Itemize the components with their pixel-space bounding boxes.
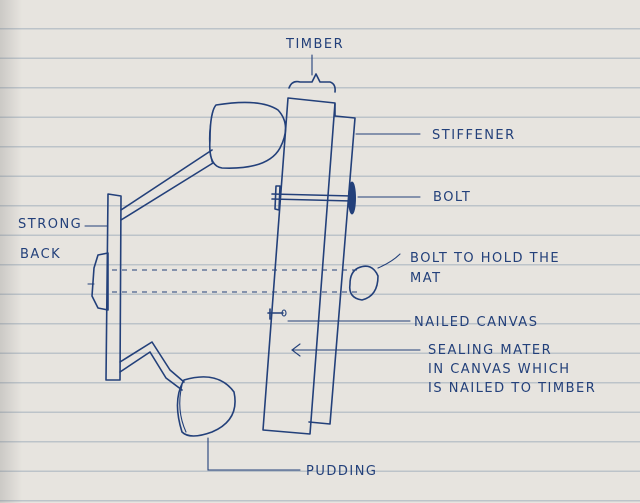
label-sealing-line2: IN CANVAS WHICH (428, 362, 571, 377)
label-nailed-canvas: NAILED CANVAS (414, 315, 538, 330)
label-sealing-line3: IS NAILED TO TIMBER (428, 381, 596, 396)
mat-bolt (112, 253, 401, 301)
label-pudding: PUDDING (306, 464, 378, 479)
label-sealing-line1: SEALING MATER (428, 343, 552, 358)
label-strong-back-line2: BACK (20, 247, 61, 262)
label-stiffener: STIFFENER (432, 128, 516, 143)
stiffener (308, 103, 421, 425)
label-bolt-to-hold-line2: MAT (410, 271, 442, 286)
timber-plank (262, 54, 336, 435)
label-timber: TIMBER (285, 37, 344, 52)
nailed-canvas (267, 308, 411, 322)
label-bolt: BOLT (433, 190, 471, 205)
label-bolt-to-hold-line1: BOLT TO HOLD THE (410, 251, 560, 266)
sealing-arrow (291, 343, 421, 357)
bolt-assembly (271, 181, 421, 215)
label-strong-back-line1: STRONG (18, 217, 82, 232)
lower-pudding (176, 376, 301, 471)
upper-pudding (208, 101, 287, 169)
strong-back (84, 149, 214, 391)
